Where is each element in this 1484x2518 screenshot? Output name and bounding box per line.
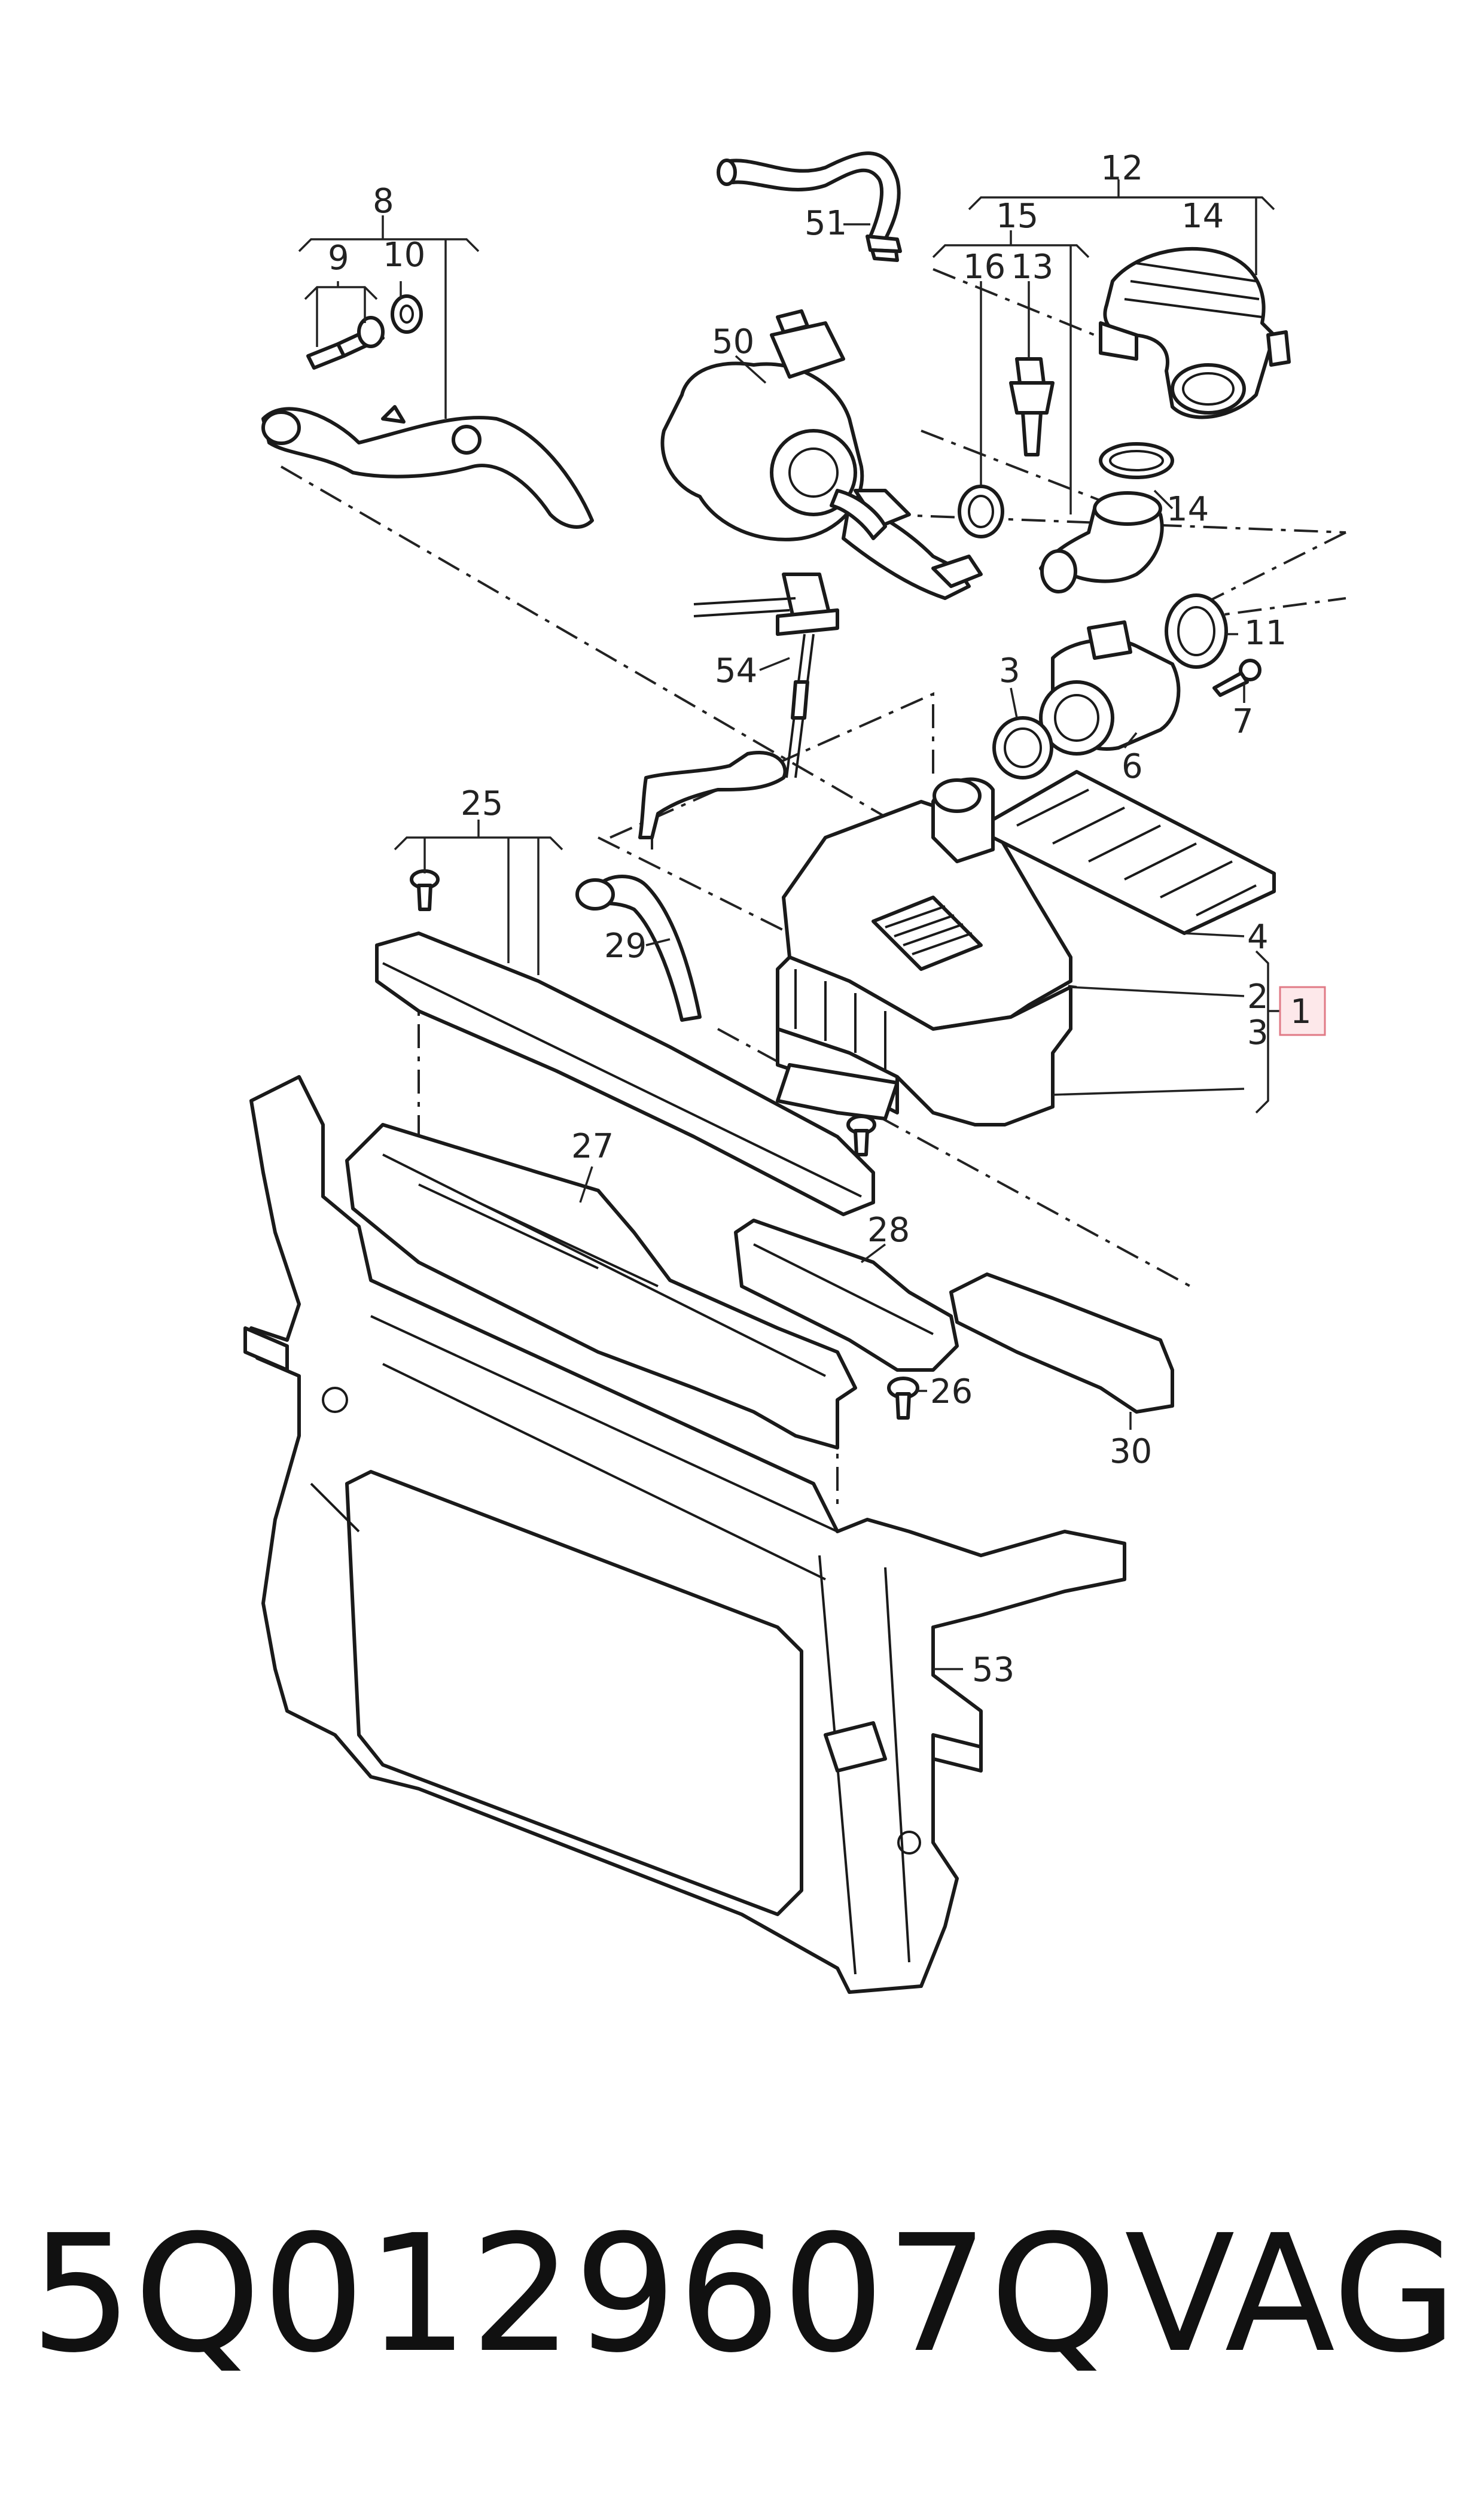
callout-labels: 8 9 10 12 15 14 16 13 51 50 14 11 54 3 7… xyxy=(328,149,1312,1689)
air-guide-part-25 xyxy=(375,931,875,1216)
lock-carrier-part-53 xyxy=(243,1075,1126,1994)
callout-1: 1 xyxy=(1290,992,1312,1031)
air-guide-part-30 xyxy=(949,1272,1174,1414)
callout-27: 27 xyxy=(571,1127,614,1166)
callout-26: 26 xyxy=(930,1372,973,1411)
seal-ring-part-11 xyxy=(1165,593,1228,669)
screw-part-26c xyxy=(887,1377,919,1420)
leader-lines xyxy=(298,179,1280,1670)
bolt-part-9 xyxy=(306,316,385,370)
elbow-hose-part-14 xyxy=(1039,491,1164,593)
callout-9: 9 xyxy=(328,239,349,278)
washer-part-10 xyxy=(391,294,423,334)
callout-6: 6 xyxy=(1122,747,1143,786)
parts-exploded-diagram: 8 9 10 12 15 14 16 13 51 50 14 11 54 3 7… xyxy=(243,149,1346,1994)
screw-part-26a xyxy=(410,869,440,911)
callout-29: 29 xyxy=(604,927,647,966)
callout-3b: 3 xyxy=(1247,1013,1269,1052)
air-mass-meter-part-6 xyxy=(1039,620,1181,756)
callout-11: 11 xyxy=(1244,614,1287,653)
air-filter-housing-part-1 xyxy=(776,777,1072,1126)
vent-hose-part-51 xyxy=(717,151,902,262)
callout-7: 7 xyxy=(1232,702,1254,741)
callout-14b: 14 xyxy=(1166,490,1209,529)
coolant-hose-part-8 xyxy=(261,405,594,529)
callout-51: 51 xyxy=(805,204,847,243)
callout-12: 12 xyxy=(1101,149,1143,188)
callout-28: 28 xyxy=(867,1211,910,1250)
turbocharger-part-50 xyxy=(660,309,983,600)
callout-25: 25 xyxy=(461,784,503,823)
filter-element-part-4 xyxy=(991,770,1276,935)
clamp-part-14 xyxy=(1099,442,1174,479)
callout-2: 2 xyxy=(1247,978,1269,1016)
screw-part-7 xyxy=(1212,659,1261,697)
highlight-box-part-1 xyxy=(1279,986,1326,1036)
callout-16: 16 xyxy=(963,248,1005,287)
callout-15: 15 xyxy=(996,197,1038,236)
bracket-part-28 xyxy=(734,1219,959,1372)
callout-3a: 3 xyxy=(999,651,1020,690)
callout-10: 10 xyxy=(383,236,425,275)
callout-30: 30 xyxy=(1110,1432,1152,1471)
callout-13: 13 xyxy=(1011,248,1053,287)
callout-54: 54 xyxy=(715,651,757,690)
o-ring-part-3 xyxy=(992,716,1053,780)
brand-name: VAG xyxy=(1125,2200,1458,2388)
o-ring-part-16 xyxy=(958,485,1004,538)
callout-8: 8 xyxy=(373,182,394,221)
charge-air-hose-part-12 xyxy=(1099,246,1291,419)
pressure-sensor-part-13 xyxy=(1009,357,1055,456)
callout-4: 4 xyxy=(1247,918,1269,957)
line-part-54 xyxy=(693,573,839,778)
screw-part-26b xyxy=(846,1115,876,1156)
hose-part-29 xyxy=(575,751,787,1022)
callout-14a: 14 xyxy=(1181,197,1224,236)
callout-53: 53 xyxy=(972,1651,1014,1689)
part-number: 5Q0129607Q xyxy=(30,2200,1119,2388)
callout-50: 50 xyxy=(712,322,754,361)
air-duct-part-27 xyxy=(345,1123,857,1450)
